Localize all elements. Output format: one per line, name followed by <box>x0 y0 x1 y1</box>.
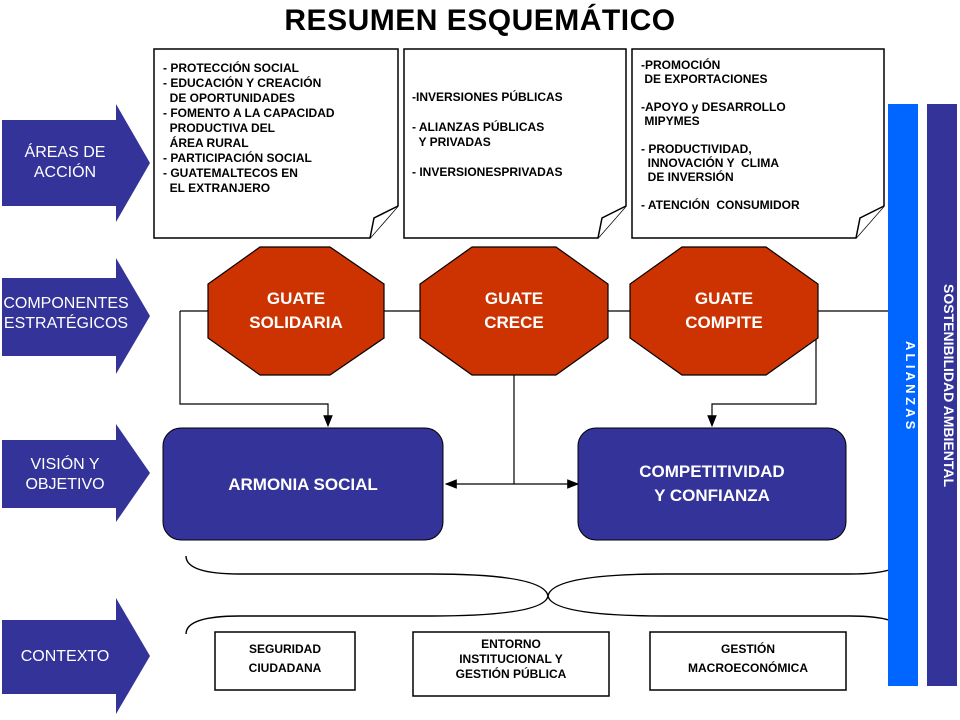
label-sostenibilidad: SOSTENIBILIDAD AMBIENTAL <box>941 283 957 487</box>
note-text-2: -INVERSIONES PÚBLICAS - ALIANZAS PÚBLICA… <box>412 90 563 179</box>
component-line: CRECE <box>484 313 544 332</box>
row-label-contexto: CONTEXTO <box>6 647 124 667</box>
brace-lower <box>185 595 905 635</box>
row-label-line: VISIÓN Y <box>30 456 100 473</box>
row-label-componentes: COMPONENTES ESTRATÉGICOS <box>0 294 132 334</box>
note-fold-3 <box>855 205 885 239</box>
label-seguridad: SEGURIDAD CIUDADANA <box>215 640 355 678</box>
label-alianzas: A L I A N Z A S <box>903 340 918 430</box>
bar-sostenibilidad <box>927 104 957 686</box>
label-guate-solidaria: GUATE SOLIDARIA <box>208 287 384 335</box>
connector-left-to-armonia <box>179 311 333 428</box>
row-arrow-vision <box>2 424 150 522</box>
component-line: GUATE <box>484 289 544 308</box>
bar-alianzas <box>888 104 918 686</box>
row-label-vision: VISIÓN Y OBJETIVO <box>6 455 124 495</box>
note-text-3: -PROMOCIÓN DE EXPORTACIONES -APOYO y DES… <box>641 58 800 212</box>
context-line: INSTITUCIONAL Y <box>459 652 563 666</box>
component-line: GUATE <box>266 289 326 308</box>
context-line: CIUDADANA <box>248 661 322 675</box>
label-guate-crece: GUATE CRECE <box>420 287 608 335</box>
octagon-guate-crece <box>419 246 609 376</box>
row-label-areas: ÁREAS DE ACCIÓN <box>6 143 124 183</box>
octagon-guate-compite <box>629 246 819 376</box>
row-label-line: ACCIÓN <box>33 164 97 181</box>
note-fold-2 <box>597 205 627 239</box>
label-gestion: GESTIÓN MACROECONÓMICA <box>650 640 846 678</box>
row-label-line: OBJETIVO <box>25 476 105 493</box>
note-text-1: - PROTECCIÓN SOCIAL - EDUCACIÓN Y CREACI… <box>163 61 335 195</box>
context-line: ENTORNO <box>481 637 541 651</box>
row-label-line: ÁREAS DE <box>24 144 106 161</box>
row-label-line: COMPONENTES <box>3 295 129 312</box>
row-label-line: CONTEXTO <box>20 648 110 665</box>
context-line: GESTIÓN PÚBLICA <box>455 667 567 681</box>
label-competitividad: COMPETITIVIDAD Y CONFIANZA <box>578 460 846 508</box>
context-line: SEGURIDAD <box>248 642 321 656</box>
vision-line: COMPETITIVIDAD <box>639 462 785 481</box>
box-armonia-social <box>162 427 444 541</box>
row-label-line: ESTRATÉGICOS <box>3 315 129 332</box>
row-arrow-areas <box>2 104 150 222</box>
vision-line: ARMONIA SOCIAL <box>228 475 378 494</box>
octagon-guate-solidaria <box>207 246 385 376</box>
box-competitividad <box>577 427 847 541</box>
context-line: GESTIÓN <box>720 642 775 656</box>
label-entorno: ENTORNO INSTITUCIONAL Y GESTIÓN PÚBLICA <box>413 637 609 682</box>
box-entorno <box>412 631 610 697</box>
note-fold-1 <box>369 205 399 239</box>
page-title: RESUMEN ESQUEMÁTICO <box>284 4 676 37</box>
row-arrow-componentes <box>2 258 150 374</box>
row-arrow-contexto <box>2 598 150 714</box>
brace-upper <box>185 555 905 597</box>
context-line: MACROECONÓMICA <box>688 661 808 675</box>
label-guate-compite: GUATE COMPITE <box>630 287 818 335</box>
component-line: GUATE <box>694 289 754 308</box>
box-seguridad <box>214 631 356 691</box>
connector-right-to-competitividad <box>707 311 817 428</box>
label-armonia-social: ARMONIA SOCIAL <box>163 473 443 497</box>
component-line: COMPITE <box>685 313 763 332</box>
box-gestion <box>649 631 847 691</box>
vision-line: Y CONFIANZA <box>654 486 770 505</box>
component-line: SOLIDARIA <box>249 313 343 332</box>
